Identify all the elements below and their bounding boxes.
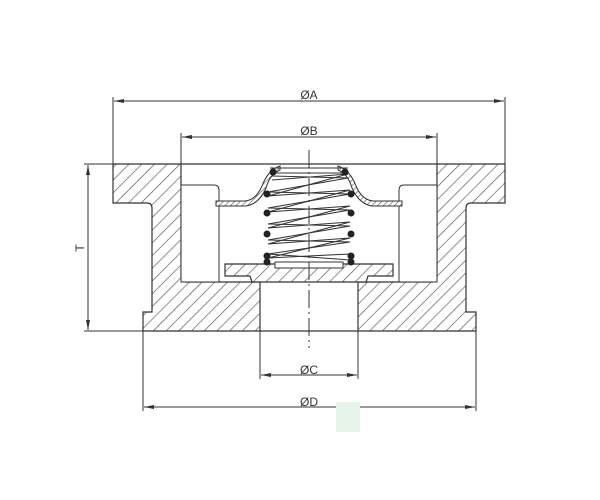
inner-cavities (180, 184, 438, 283)
selection-marker (336, 402, 360, 432)
dimension-T: T (73, 165, 90, 330)
dimension-label-d: ØD (300, 395, 318, 409)
spring-coil-ends (263, 168, 355, 266)
cavity-right (398, 184, 438, 283)
dimension-label-t: T (73, 244, 87, 252)
dimension-D: ØD (144, 395, 475, 409)
dimension-label-c: ØC (300, 363, 318, 377)
extension-lines (84, 97, 506, 411)
cavity-left (180, 184, 220, 283)
dimension-label-b: ØB (300, 124, 317, 138)
dimension-B: ØB (182, 124, 436, 139)
dimension-A: ØA (114, 88, 504, 103)
dimension-C: ØC (261, 363, 357, 377)
dimension-label-a: ØA (300, 88, 317, 102)
